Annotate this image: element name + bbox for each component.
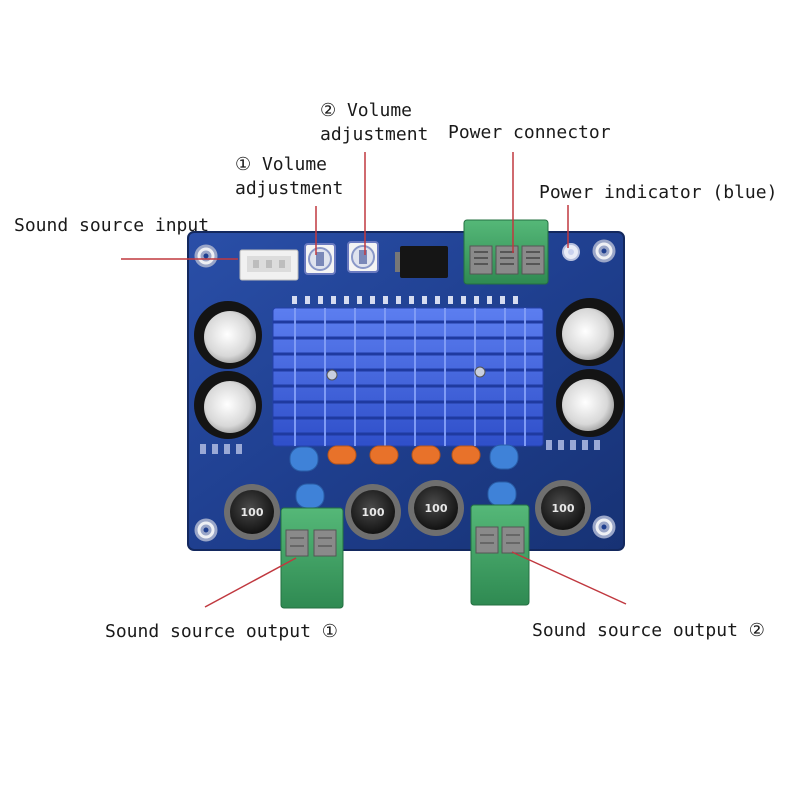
callout-volume-1-line1: ① Volume xyxy=(235,154,327,175)
inductor-marking: 100 xyxy=(552,502,575,515)
inductor-marking: 100 xyxy=(362,506,385,519)
input-connector xyxy=(239,249,299,281)
leader-output-1 xyxy=(204,557,297,608)
smd-components xyxy=(200,440,600,454)
callout-power-indicator: Power indicator (blue) xyxy=(539,182,778,203)
electrolytic-capacitors xyxy=(194,298,624,439)
volume-pot-1 xyxy=(304,243,336,275)
orange-capacitors xyxy=(327,445,481,465)
callout-lines xyxy=(121,152,627,608)
inductors xyxy=(224,480,591,540)
callout-power-connector: Power connector xyxy=(448,122,611,143)
power-indicator-led xyxy=(562,243,580,261)
leader-output-2 xyxy=(511,551,627,605)
inductor-marking: 100 xyxy=(425,502,448,515)
mounting-holes xyxy=(194,239,616,542)
power-connector xyxy=(463,219,549,285)
callout-volume-2: ② Volume adjustment xyxy=(320,99,428,147)
silkscreen-pads xyxy=(292,296,518,304)
inductor-markings: 100 100 100 100 xyxy=(241,502,575,519)
callout-volume-2-line1: ② Volume xyxy=(320,100,412,121)
output-terminal-1 xyxy=(280,507,344,609)
callout-sound-output-2: Sound source output ② xyxy=(532,620,765,641)
callout-volume-2-line2: adjustment xyxy=(320,124,429,145)
callout-volume-1-line2: adjustment xyxy=(235,178,344,199)
output-terminal-2 xyxy=(470,504,530,606)
callout-sound-input: Sound source input xyxy=(14,215,210,236)
inductor-marking: 100 xyxy=(241,506,264,519)
callout-volume-1: ① Volume adjustment xyxy=(235,153,343,201)
callout-sound-output-1: Sound source output ① xyxy=(105,621,338,642)
regulator-ic xyxy=(395,246,448,278)
volume-pot-2 xyxy=(347,241,379,273)
heatsink xyxy=(272,307,544,447)
